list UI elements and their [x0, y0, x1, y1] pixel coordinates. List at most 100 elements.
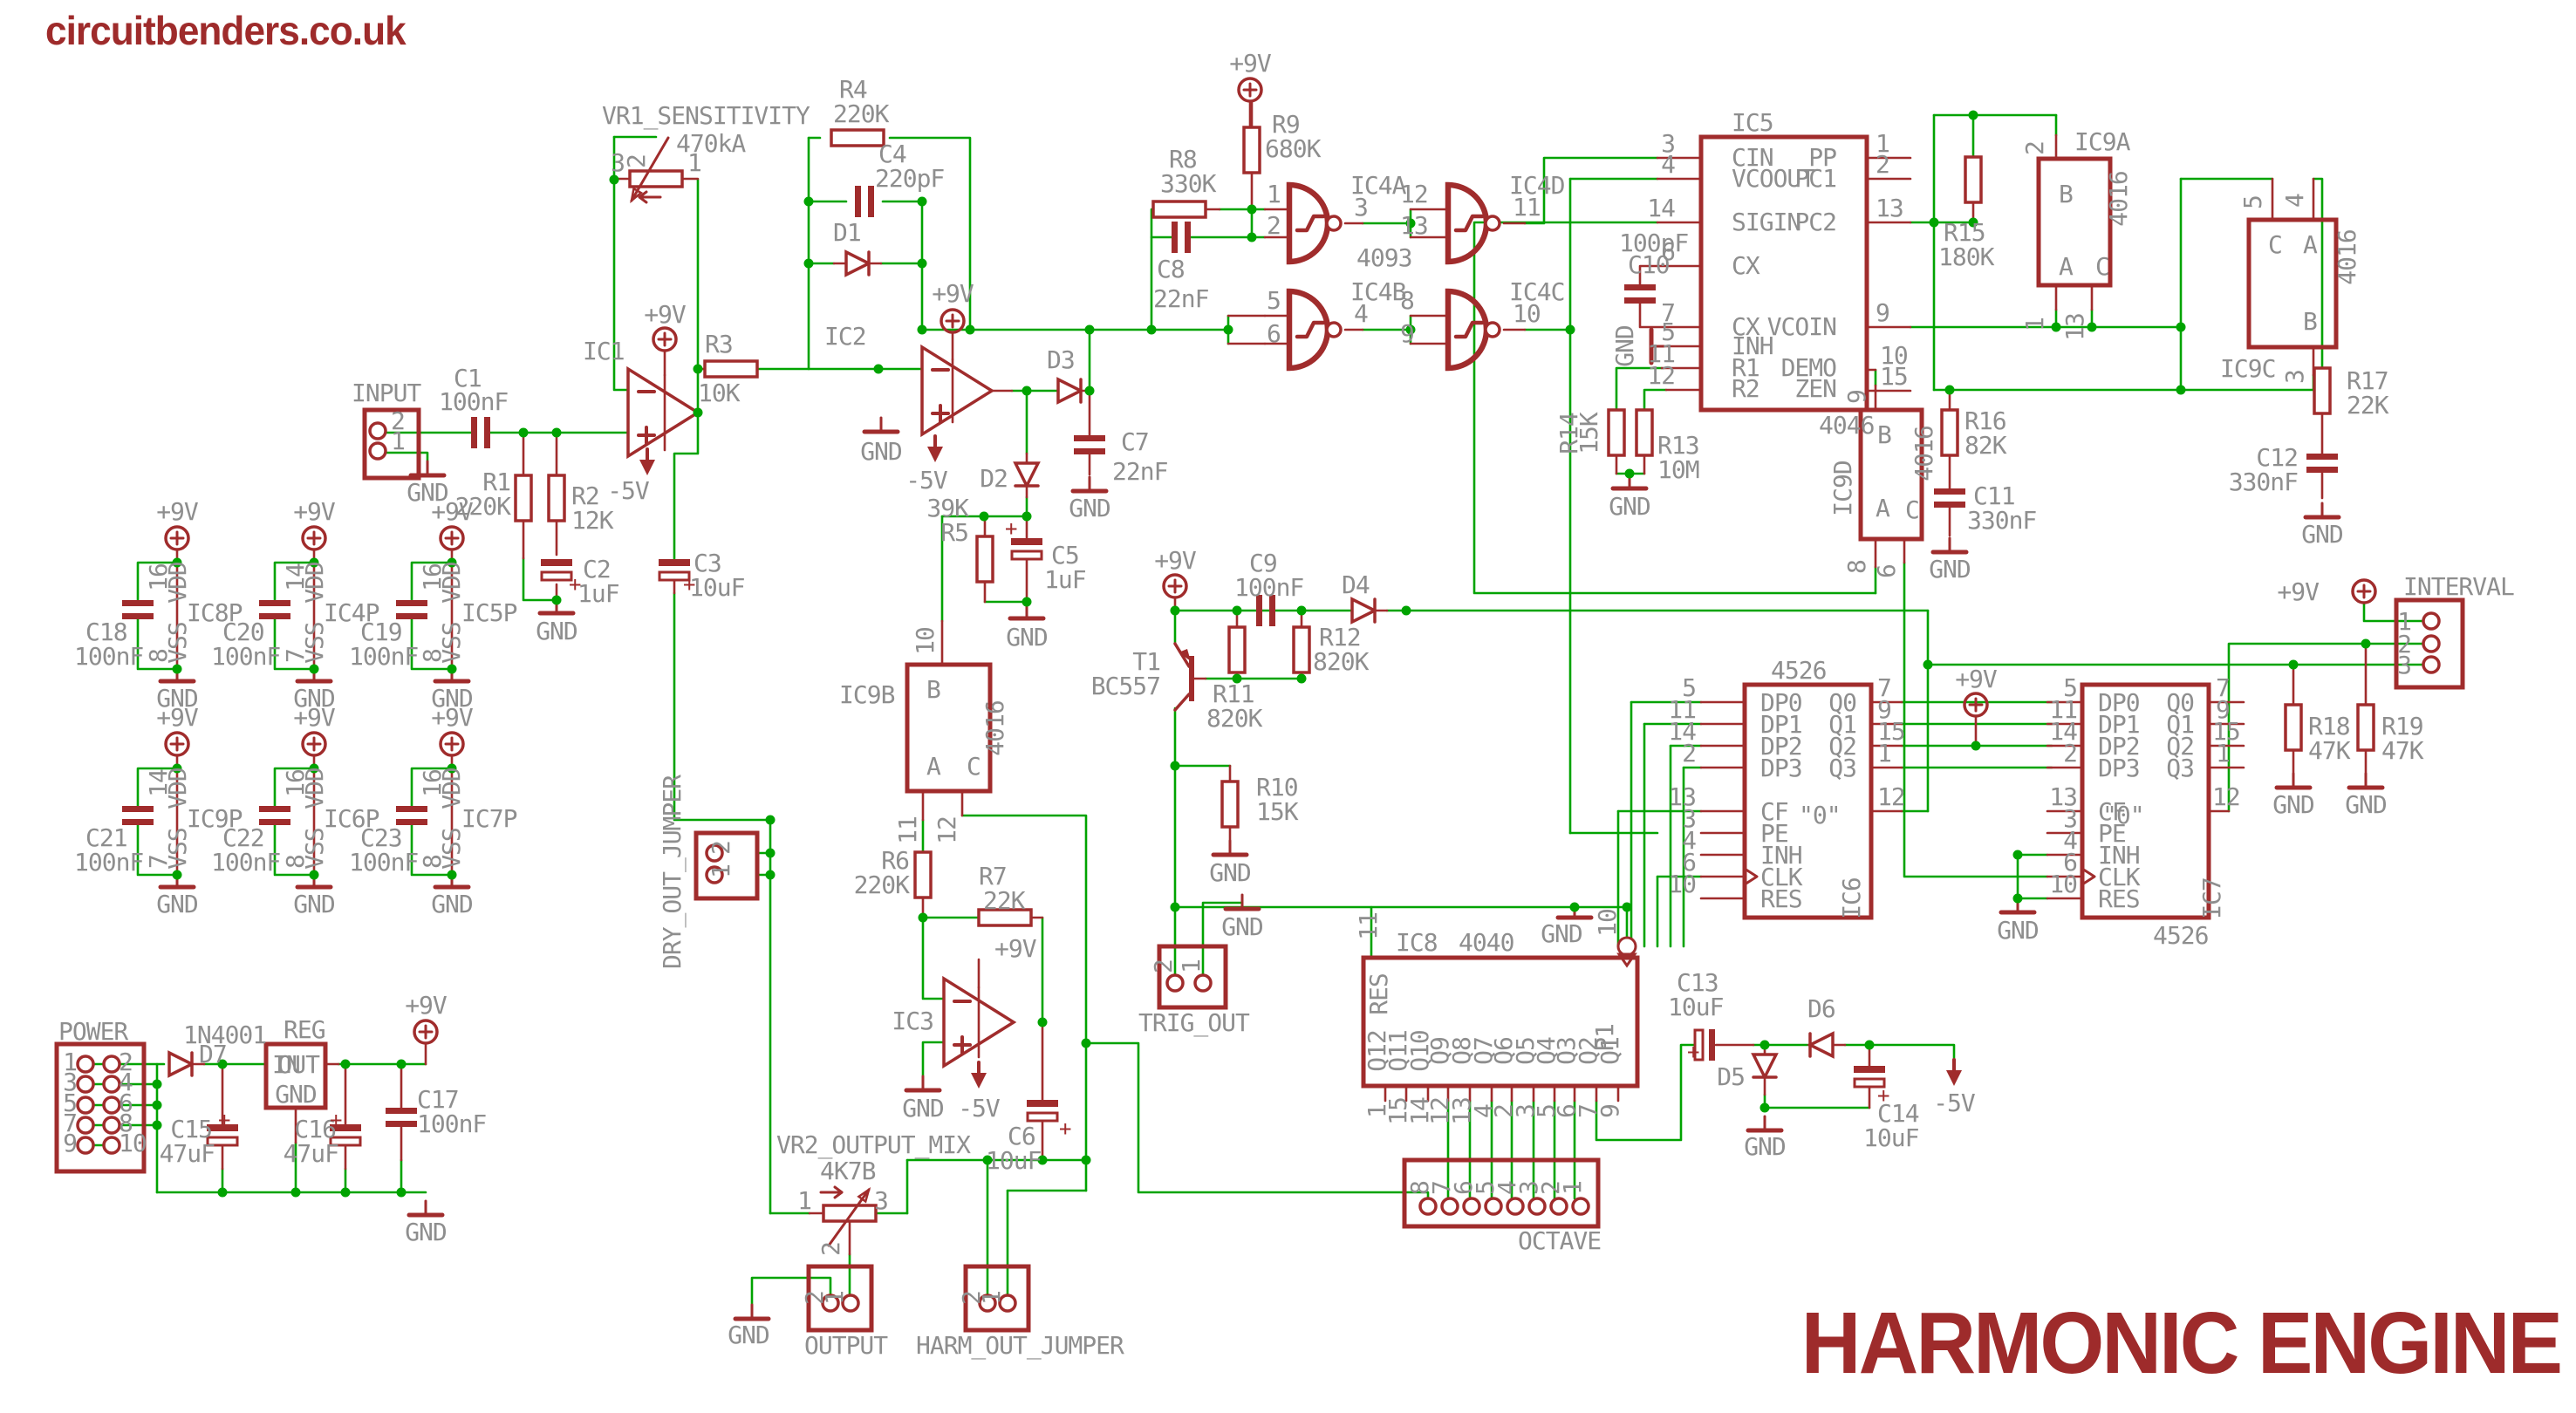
- label: 470kA: [676, 129, 746, 158]
- label: VR2_OUTPUT_MIX: [776, 1130, 971, 1160]
- plus9v-supply-icon: [439, 525, 465, 551]
- label: 12: [1400, 180, 1428, 208]
- ic7-4526: [2080, 682, 2211, 920]
- label: RES: [1364, 973, 1393, 1015]
- label: Q3: [1828, 754, 1856, 782]
- capacitor-plate: [1074, 448, 1105, 454]
- schmitt-icon: [1453, 320, 1485, 339]
- label: 11: [1668, 695, 1696, 724]
- label: 8: [119, 1109, 133, 1137]
- label: 1: [2216, 739, 2230, 768]
- junction: [152, 1120, 162, 1130]
- label: 5: [2238, 195, 2267, 209]
- capacitor-plate: [484, 417, 490, 448]
- label: 8: [144, 649, 173, 663]
- wire: [410, 618, 454, 671]
- label: 7: [144, 855, 173, 869]
- label: 9: [1842, 390, 1871, 404]
- capacitor-plate: [259, 819, 290, 825]
- label: C19: [360, 618, 402, 646]
- label: R6: [881, 846, 909, 875]
- label: 2: [1876, 150, 1889, 179]
- label: P1: [1590, 1024, 1619, 1052]
- minus5v-icon: [971, 1073, 987, 1089]
- label: 220pF: [875, 164, 944, 193]
- label: IC4A: [1350, 171, 1407, 200]
- junction: [396, 1187, 407, 1198]
- label: PC2: [1794, 208, 1836, 236]
- label: C17: [417, 1085, 459, 1114]
- wire: [921, 916, 946, 1000]
- junction: [1037, 1155, 1048, 1165]
- label: 820K: [1206, 704, 1263, 733]
- label: 4: [2063, 826, 2077, 855]
- capacitor-plate: [122, 806, 154, 812]
- capacitor-plate: [1172, 222, 1178, 253]
- label: CLK: [1760, 863, 1803, 891]
- wire: [136, 561, 179, 602]
- label: B: [2303, 307, 2317, 336]
- label: 16: [281, 769, 310, 797]
- label: 13: [1400, 211, 1428, 240]
- label: 13: [2049, 782, 2077, 811]
- label: 3: [1354, 193, 1368, 222]
- junction: [765, 870, 776, 880]
- label: R14: [1554, 413, 1583, 454]
- junction: [2087, 322, 2097, 332]
- capacitor-plate: [330, 1124, 361, 1131]
- label: 100nF: [349, 848, 418, 877]
- label: 2: [1489, 1104, 1518, 1118]
- label: +9V: [156, 497, 199, 526]
- label: +: [1687, 1040, 1699, 1064]
- junction: [1565, 324, 1575, 335]
- label: IC5P: [461, 598, 517, 627]
- junction: [172, 870, 182, 880]
- connector-pin: [1165, 973, 1185, 993]
- label: 330nF: [2229, 468, 2298, 496]
- label: R1: [482, 468, 510, 496]
- wire: [410, 561, 454, 602]
- label: DP1: [2098, 710, 2140, 739]
- capacitor-plate: [2306, 454, 2338, 460]
- input-connector: [362, 407, 421, 481]
- label: +: [330, 1108, 342, 1132]
- label: 6: [119, 1089, 133, 1117]
- label: 47uF: [160, 1139, 215, 1168]
- label: 12K: [571, 506, 614, 535]
- label: 4526: [2153, 921, 2209, 950]
- label: 4K7B: [820, 1157, 876, 1185]
- label: 4: [1493, 1181, 1521, 1195]
- label: 1: [1177, 959, 1206, 973]
- label: GND: [1610, 325, 1639, 367]
- label: Q1: [1595, 1037, 1624, 1065]
- label: 4016: [2104, 171, 2133, 227]
- label: 16: [418, 563, 447, 591]
- label: Q0: [1828, 688, 1856, 717]
- label: 220K: [833, 99, 890, 128]
- label: Q7: [1469, 1037, 1498, 1065]
- junction: [873, 364, 884, 374]
- label: 11: [893, 816, 922, 844]
- label: C23: [360, 823, 402, 852]
- label: "0": [1799, 801, 1841, 829]
- connector-pin: [76, 1116, 95, 1135]
- capacitor-plate: [1256, 595, 1262, 626]
- label: GND: [1997, 916, 2039, 945]
- label: HARM_OUT_JUMPER: [916, 1331, 1124, 1361]
- junction: [917, 258, 927, 269]
- label: RES: [1760, 884, 1802, 913]
- label: DEMO: [1781, 353, 1837, 382]
- junction: [172, 557, 182, 568]
- label: GND: [1209, 858, 1251, 887]
- label: 9: [1400, 319, 1414, 348]
- label: 3: [1661, 129, 1675, 158]
- label: D2: [980, 464, 1008, 493]
- label: -5V: [905, 466, 948, 495]
- label: 3: [1682, 804, 1696, 833]
- wire: [522, 556, 558, 602]
- junction: [290, 1187, 301, 1198]
- label: 2: [707, 841, 735, 855]
- junction: [1622, 902, 1632, 912]
- capacitor-plate: [206, 1136, 239, 1147]
